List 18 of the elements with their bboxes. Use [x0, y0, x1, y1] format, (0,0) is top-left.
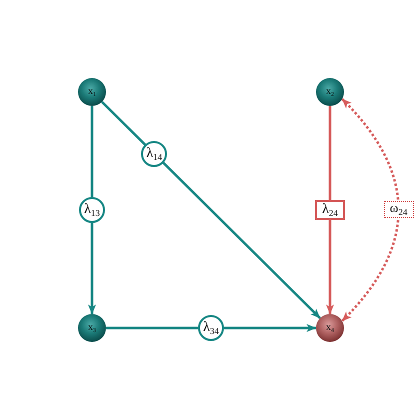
arrow — [326, 106, 334, 314]
edge-label: λ$_{13}$ — [79, 197, 105, 223]
sphere-node — [78, 78, 106, 106]
edge-label: λ$_{24}$ — [315, 200, 345, 220]
edge-label: ω$_{24}$ — [384, 201, 414, 218]
arrow — [88, 106, 96, 314]
sphere-node — [316, 314, 344, 342]
sphere-node — [78, 314, 106, 342]
arrow — [106, 324, 316, 332]
sphere-node — [316, 78, 344, 106]
edge-label: λ$_{14}$ — [141, 140, 168, 167]
node-label: x$_{3}$ — [88, 323, 96, 333]
node-label: x$_{4}$ — [326, 323, 334, 333]
arrow — [101, 100, 321, 320]
node-label: x$_{1}$ — [88, 87, 96, 97]
double-arrow — [341, 98, 400, 322]
node-label: x$_{2}$ — [326, 87, 334, 97]
edge-label: λ$_{34}$ — [198, 315, 224, 341]
